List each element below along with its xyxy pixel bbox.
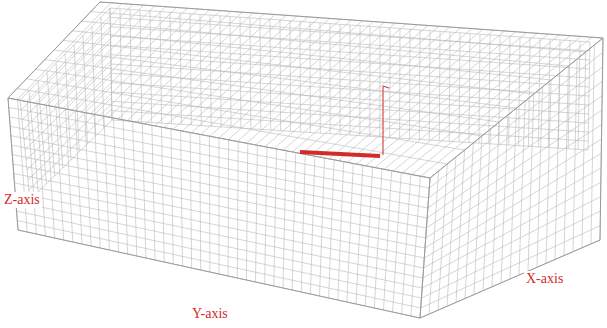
grid-line [112,111,588,141]
axis-label: X-axis [524,271,565,287]
grid-line [112,101,589,132]
grid-line [600,38,603,240]
grid-line [422,197,600,288]
grid-line [421,211,600,298]
grid-line [320,29,472,158]
grid-line [430,38,603,178]
grid-line [428,81,603,208]
grid-line [146,14,264,124]
grid-line [420,178,430,318]
grid-line [81,8,187,112]
grid-line [430,38,603,178]
grid-line [118,11,231,119]
grid-line [283,26,428,151]
grid-line [14,173,425,258]
grid-line [426,125,602,238]
grid-line [8,98,430,178]
grid-line [424,168,601,268]
grid-line [366,33,527,166]
grid-line [357,32,516,164]
grid-line [127,12,242,120]
grid-line [403,36,571,173]
grid-line [412,36,581,174]
grid-line [430,38,603,178]
grid-line [100,10,210,116]
grid-line [21,19,110,110]
axis-label: Y-axis [190,306,230,322]
grid-line [265,24,406,147]
grid-line [8,2,100,98]
grid-line [427,96,602,218]
grid-line [347,31,504,162]
grid-line [45,5,144,105]
grid-line [182,17,307,131]
grid-line [15,192,423,278]
grid-line [8,2,100,98]
grid-line [100,2,603,38]
grid-line [10,126,428,208]
grid-line [256,23,396,145]
grid-line [420,240,600,318]
grid-line [8,98,18,230]
axis-tick [383,86,389,88]
grid-line [329,29,483,159]
grid-line [18,230,420,318]
grid-line [302,27,450,154]
red-segment [300,152,380,156]
grid-line [420,178,430,318]
grid-line [393,35,559,171]
wire-grid [8,2,603,318]
z-axis-line [383,86,384,155]
grid-line [237,22,373,142]
grid-line [112,120,588,150]
grid-line [63,7,166,109]
grid-line [424,153,601,258]
grid-line [17,221,420,308]
grid-line [11,136,427,218]
grid-line [136,13,253,122]
grid-line [425,139,602,248]
grid-line [23,42,111,130]
grid-line [72,8,176,111]
grid-line [426,110,602,228]
grid-line [155,15,275,126]
grid-line [164,15,286,127]
grid-line [228,21,362,140]
grid-line [429,67,603,198]
grid-line [14,183,423,268]
grid-line [338,30,493,160]
grid-line [54,6,155,107]
grid-line [17,211,422,298]
grid-line [311,28,461,156]
grid-line [24,53,111,140]
box-outline [8,2,603,318]
grid-line [18,230,420,318]
grid-line [22,30,110,120]
grid-line [420,240,600,318]
grid-line [91,9,199,114]
grid-line [173,16,297,129]
axis-label: Z-axis [2,192,42,208]
grid-line [110,8,112,120]
grid-line [421,226,601,308]
grid-line [274,25,417,149]
grid-line [420,178,430,318]
grid-line [247,22,385,143]
grid-line [16,202,422,288]
grid-line [423,182,601,278]
grid-line [25,64,111,150]
